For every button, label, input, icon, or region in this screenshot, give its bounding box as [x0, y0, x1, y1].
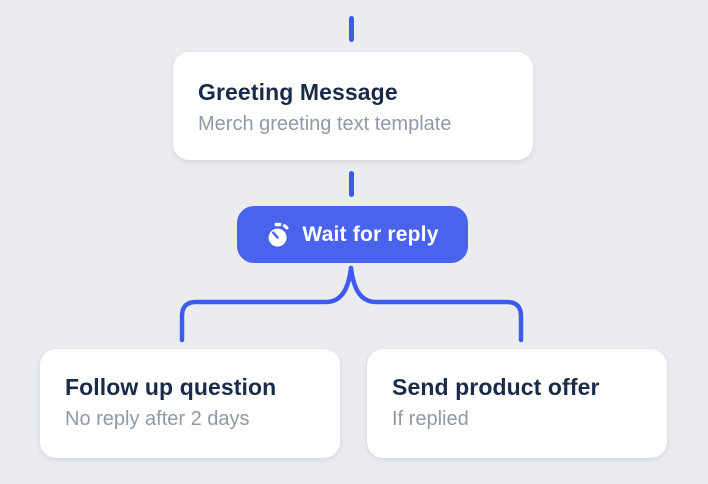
stopwatch-icon: [266, 222, 290, 248]
greeting-message-node[interactable]: Greeting Message Merch greeting text tem…: [173, 52, 533, 160]
node-title: Send product offer: [392, 374, 600, 400]
node-subtitle: If replied: [392, 408, 469, 430]
node-subtitle: Merch greeting text template: [198, 113, 452, 135]
branch-connector: [179, 265, 524, 343]
wait-for-reply-button[interactable]: Wait for reply: [237, 206, 468, 263]
connector-dash-mid: [349, 171, 354, 197]
follow-up-question-node[interactable]: Follow up question No reply after 2 days: [40, 349, 340, 458]
send-product-offer-node[interactable]: Send product offer If replied: [367, 349, 667, 458]
node-title: Follow up question: [65, 374, 277, 400]
connector-dash-top: [349, 16, 354, 42]
node-subtitle: No reply after 2 days: [65, 408, 250, 430]
wait-for-reply-label: Wait for reply: [302, 222, 439, 246]
node-title: Greeting Message: [198, 79, 398, 105]
